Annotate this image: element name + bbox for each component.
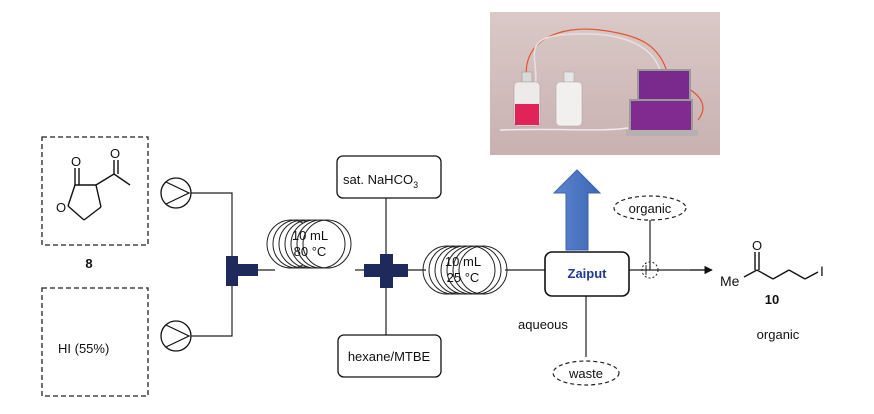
coil-reactor-icon [252, 219, 352, 269]
product-me-label: Me [720, 273, 740, 289]
cross-mixer-icon [364, 254, 408, 288]
structure-8-o-lactone: O [71, 154, 81, 169]
reactor-2-temperature: 25 °C [447, 270, 480, 285]
up-arrow-icon [552, 169, 602, 251]
valve-icon [641, 261, 659, 279]
reactor-1-volume: 10 mL [292, 228, 328, 243]
t-mixer-icon [226, 256, 258, 286]
structure-10 [743, 252, 819, 280]
solvent-box [337, 334, 442, 378]
aqueous-label: aqueous [518, 317, 568, 332]
reactor-1-temperature: 80 °C [294, 244, 327, 259]
compound-10-label: 10 [765, 292, 779, 307]
product-phase-label: organic [757, 327, 800, 342]
zaiput-box [544, 251, 630, 297]
hi-label: HI (55%) [58, 341, 109, 356]
coil-reactor-icon [422, 245, 508, 295]
compound-8-label: 8 [85, 256, 92, 271]
reagent-hi-box [41, 287, 149, 397]
structure-8-o-ring: O [56, 200, 66, 215]
solvent-label: hexane/MTBE [348, 349, 431, 364]
waste-tag [552, 360, 620, 386]
reactor-2-volume: 10 mL [445, 254, 481, 269]
waste-tag-label: waste [568, 366, 603, 381]
pump-icon [160, 320, 192, 352]
product-o-label: O [752, 238, 762, 253]
zaiput-photo [490, 12, 720, 155]
pump-icon [160, 177, 192, 209]
structure-8-o-ketone: O [110, 146, 120, 161]
organic-tag-label: organic [629, 201, 672, 216]
structure-8 [67, 160, 131, 221]
nahco3-label: sat. NaHCO3 [343, 172, 418, 190]
zaiput-label: Zaiput [568, 266, 608, 281]
organic-tag [613, 195, 687, 221]
reagent-8-box [41, 136, 149, 246]
nahco3-box [336, 155, 442, 199]
product-i-label: I [820, 263, 824, 279]
